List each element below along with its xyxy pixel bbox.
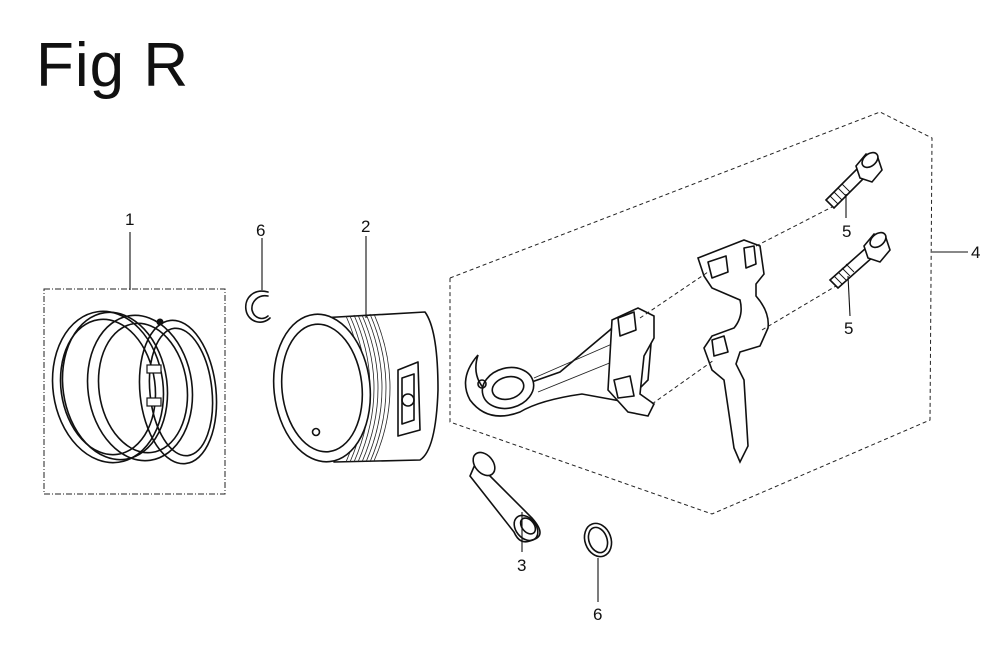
callout-connecting-rod-assembly: 4 <box>971 243 980 262</box>
callout-piston-ring-set: 1 <box>125 210 134 229</box>
callout-clip-lower: 6 <box>593 605 602 624</box>
figure-title: Fig R <box>36 31 190 100</box>
connecting-rod-assembly <box>449 111 933 515</box>
callout-piston: 2 <box>361 217 370 236</box>
piston <box>272 311 439 463</box>
bolt-lower <box>828 231 891 290</box>
piston-ring-set <box>43 288 226 495</box>
piston-pin <box>469 451 541 543</box>
callout-piston-pin: 3 <box>517 556 526 575</box>
callout-bolt-upper: 5 <box>842 222 851 241</box>
callout-bolt-lower: 5 <box>844 319 853 338</box>
piston-pin-clip-upper <box>244 290 271 323</box>
callout-clip-upper: 6 <box>256 221 265 240</box>
bolt-upper <box>824 151 883 210</box>
ring-set-box <box>43 288 226 495</box>
leader-lines <box>129 194 968 602</box>
assembly-outline <box>449 111 933 515</box>
piston-pin-clip-lower <box>583 522 613 558</box>
